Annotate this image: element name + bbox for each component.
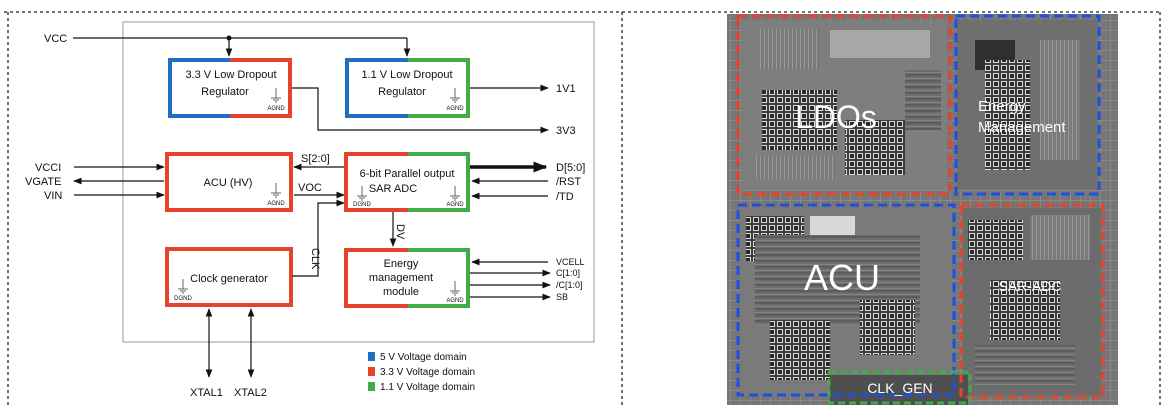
- ldo-3v3-gnd: AGND: [267, 106, 285, 112]
- signal-xtal2: XTAL2: [234, 387, 267, 399]
- region-clkgen-outline: [827, 370, 972, 405]
- signal-3v3: 3V3: [556, 125, 576, 137]
- signal-vcc: VCC: [44, 33, 67, 45]
- block-diagram: VCC 3.3 V Low Dropout Regulator AGND 1.1…: [25, 21, 595, 399]
- ldo-1v1-title: 1.1 V Low Dropout: [361, 69, 452, 81]
- sar-subtitle: SAR ADC: [369, 183, 417, 195]
- legend-swatch-1v1: [368, 382, 375, 391]
- region-energy-label-line2: Management: [978, 119, 1066, 136]
- ldo-1v1-block: 1.1 V Low Dropout Regulator AGND: [345, 58, 470, 118]
- signal-clk: CLK: [309, 248, 321, 270]
- signal-voc: VOC: [298, 182, 322, 194]
- ldo-3v3-subtitle: Regulator: [201, 86, 249, 98]
- sar-gnd-right: AGND: [446, 202, 464, 208]
- ldo-3v3-title: 3.3 V Low Dropout: [185, 69, 276, 81]
- ground-icon: [271, 88, 281, 103]
- ground-icon: [271, 183, 281, 198]
- legend-label-5v: 5 V Voltage domain: [380, 352, 467, 363]
- ldo-3v3-block: 3.3 V Low Dropout Regulator AGND: [168, 58, 292, 118]
- ground-icon: [357, 186, 460, 201]
- signal-xtal1: XTAL1: [190, 387, 223, 399]
- region-ldos-outline: [736, 14, 952, 196]
- signal-d50: D[5:0]: [556, 162, 585, 174]
- energy-management-block: Energy management module AGND: [344, 248, 470, 308]
- clock-generator-block: Clock generator DGND: [165, 247, 293, 307]
- legend-label-1v1: 1.1 V Voltage domain: [380, 382, 475, 393]
- legend-swatch-5v: [368, 352, 375, 361]
- region-sar-label: SAR-ADC: [998, 278, 1061, 294]
- region-energy-label-line1: Energy: [978, 98, 1026, 115]
- sar-adc-block: 6-bit Parallel output SAR ADC DGND AGND: [344, 152, 470, 212]
- signal-nc10: /C[1:0]: [556, 280, 583, 290]
- ground-icon: [450, 88, 460, 103]
- sar-gnd-left: DGND: [353, 202, 371, 208]
- signal-td: /TD: [556, 191, 574, 203]
- signal-s20: S[2:0]: [301, 153, 330, 165]
- signal-dv: DV: [394, 224, 406, 240]
- signal-vcell: VCELL: [556, 257, 585, 267]
- ground-icon: [450, 281, 460, 296]
- legend-swatch-3v3: [368, 367, 375, 376]
- outer-dashed-frame: [4, 11, 1161, 405]
- region-acu-label: ACU: [804, 257, 880, 298]
- region-clkgen-label: CLK_GEN: [867, 380, 932, 396]
- signal-rst: /RST: [556, 176, 581, 188]
- acu-gnd: AGND: [267, 201, 285, 207]
- signal-1v1: 1V1: [556, 83, 576, 95]
- clock-title: Clock generator: [190, 273, 268, 285]
- region-energy-outline: [954, 14, 1101, 196]
- energy-line1: Energy: [384, 258, 419, 270]
- energy-gnd: AGND: [446, 298, 464, 304]
- region-ldos-label: LDOs: [795, 99, 877, 135]
- chip-boundary: [122, 21, 595, 343]
- clock-gnd: DGND: [174, 296, 192, 302]
- sar-title: 6-bit Parallel output: [360, 168, 455, 180]
- energy-line2: management: [369, 272, 433, 284]
- signal-sb: SB: [556, 292, 568, 302]
- signal-vin: VIN: [44, 190, 62, 202]
- region-acu-outline: [736, 203, 956, 397]
- legend-label-3v3: 3.3 V Voltage domain: [380, 367, 475, 378]
- signal-vgate: VGATE: [25, 176, 61, 188]
- ldo-1v1-subtitle: Regulator: [378, 86, 426, 98]
- region-sar-outline: [959, 203, 1105, 399]
- layout-photo: LDOs Energy Management ACU SAR-ADC CLK_G…: [727, 14, 1118, 405]
- ldo-1v1-gnd: AGND: [446, 106, 464, 112]
- acu-block: ACU (HV) AGND: [165, 152, 293, 212]
- legend: 5 V Voltage domain 3.3 V Voltage domain …: [368, 352, 475, 393]
- signal-vcci: VCCI: [35, 162, 61, 174]
- signal-c10: C[1:0]: [556, 268, 580, 278]
- acu-title: ACU (HV): [204, 177, 253, 189]
- ground-icon: [178, 279, 188, 294]
- energy-line3: module: [383, 286, 419, 298]
